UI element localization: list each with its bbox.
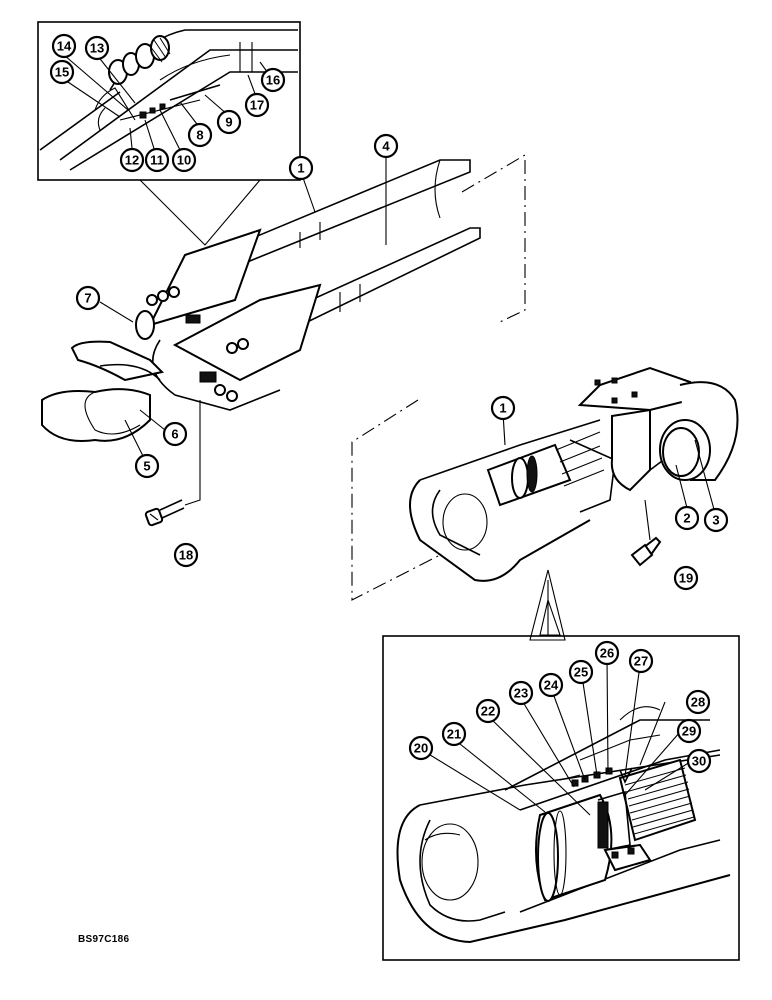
svg-text:30: 30 [692,754,706,769]
svg-text:21: 21 [447,727,461,742]
lower-inset-pointer [529,569,566,641]
svg-text:16: 16 [266,73,280,88]
callout-22: 22 [475,698,501,724]
svg-text:23: 23 [514,686,528,701]
fitting-leader [644,499,651,541]
svg-text:29: 29 [682,724,696,739]
leader-lines [61,54,716,816]
svg-text:9: 9 [225,115,232,130]
svg-text:24: 24 [544,678,559,693]
figure-reference-code: BS97C186 [78,934,130,945]
callout-16: 16 [260,67,286,93]
svg-text:8: 8 [196,128,203,143]
alignment-line-lower [351,399,441,601]
callout-3: 3 [703,507,729,533]
svg-text:18: 18 [179,548,193,563]
svg-text:15: 15 [55,65,69,80]
callout-1-upper: 1 [288,155,314,181]
callout-26: 26 [594,640,620,666]
svg-text:6: 6 [171,427,178,442]
svg-text:10: 10 [177,153,191,168]
callout-8: 8 [187,122,213,148]
callout-30: 30 [686,748,712,774]
callout-13: 13 [84,35,110,61]
svg-text:7: 7 [84,291,91,306]
svg-text:13: 13 [90,41,104,56]
barrel-head-assembly [409,366,739,582]
callout-23: 23 [508,680,534,706]
callout-20: 20 [408,735,434,761]
callout-5: 5 [134,453,160,479]
svg-text:19: 19 [679,571,693,586]
alignment-line-upper [461,154,526,323]
callout-25: 25 [568,659,594,685]
bottom-detail-inset [382,635,740,961]
svg-text:12: 12 [125,153,139,168]
inset-leader [139,179,261,246]
callout-17: 17 [244,92,270,118]
callout-1-lower: 1 [490,395,516,421]
callout-11: 11 [144,147,170,173]
svg-text:17: 17 [250,98,264,113]
bolt-leader [184,400,201,506]
callout-2: 2 [674,505,700,531]
callout-10: 10 [171,147,197,173]
callout-12: 12 [119,147,145,173]
svg-text:26: 26 [600,646,614,661]
svg-text:20: 20 [414,741,428,756]
svg-text:25: 25 [574,665,588,680]
svg-text:1: 1 [297,161,304,176]
callout-18: 18 [173,542,199,568]
callout-9: 9 [216,109,242,135]
top-detail-inset [37,21,301,181]
callout-27: 27 [628,648,654,674]
callout-14: 14 [51,33,77,59]
callout-6: 6 [162,421,188,447]
svg-text:5: 5 [143,459,150,474]
svg-text:3: 3 [712,513,719,528]
callout-4: 4 [373,133,399,159]
callout-28: 28 [685,689,711,715]
svg-text:22: 22 [481,704,495,719]
callout-21: 21 [441,721,467,747]
callout-15: 15 [49,59,75,85]
callout-19: 19 [673,565,699,591]
lower-inset-leader [539,580,561,636]
svg-text:4: 4 [382,139,390,154]
svg-text:28: 28 [691,695,705,710]
callout-24: 24 [538,672,564,698]
upper-rod-assembly [41,159,481,527]
callout-7: 7 [75,285,101,311]
svg-text:1: 1 [499,401,506,416]
svg-text:27: 27 [634,654,648,669]
svg-text:2: 2 [683,511,690,526]
svg-text:11: 11 [150,153,164,168]
callout-29: 29 [676,718,702,744]
svg-text:14: 14 [57,39,72,54]
